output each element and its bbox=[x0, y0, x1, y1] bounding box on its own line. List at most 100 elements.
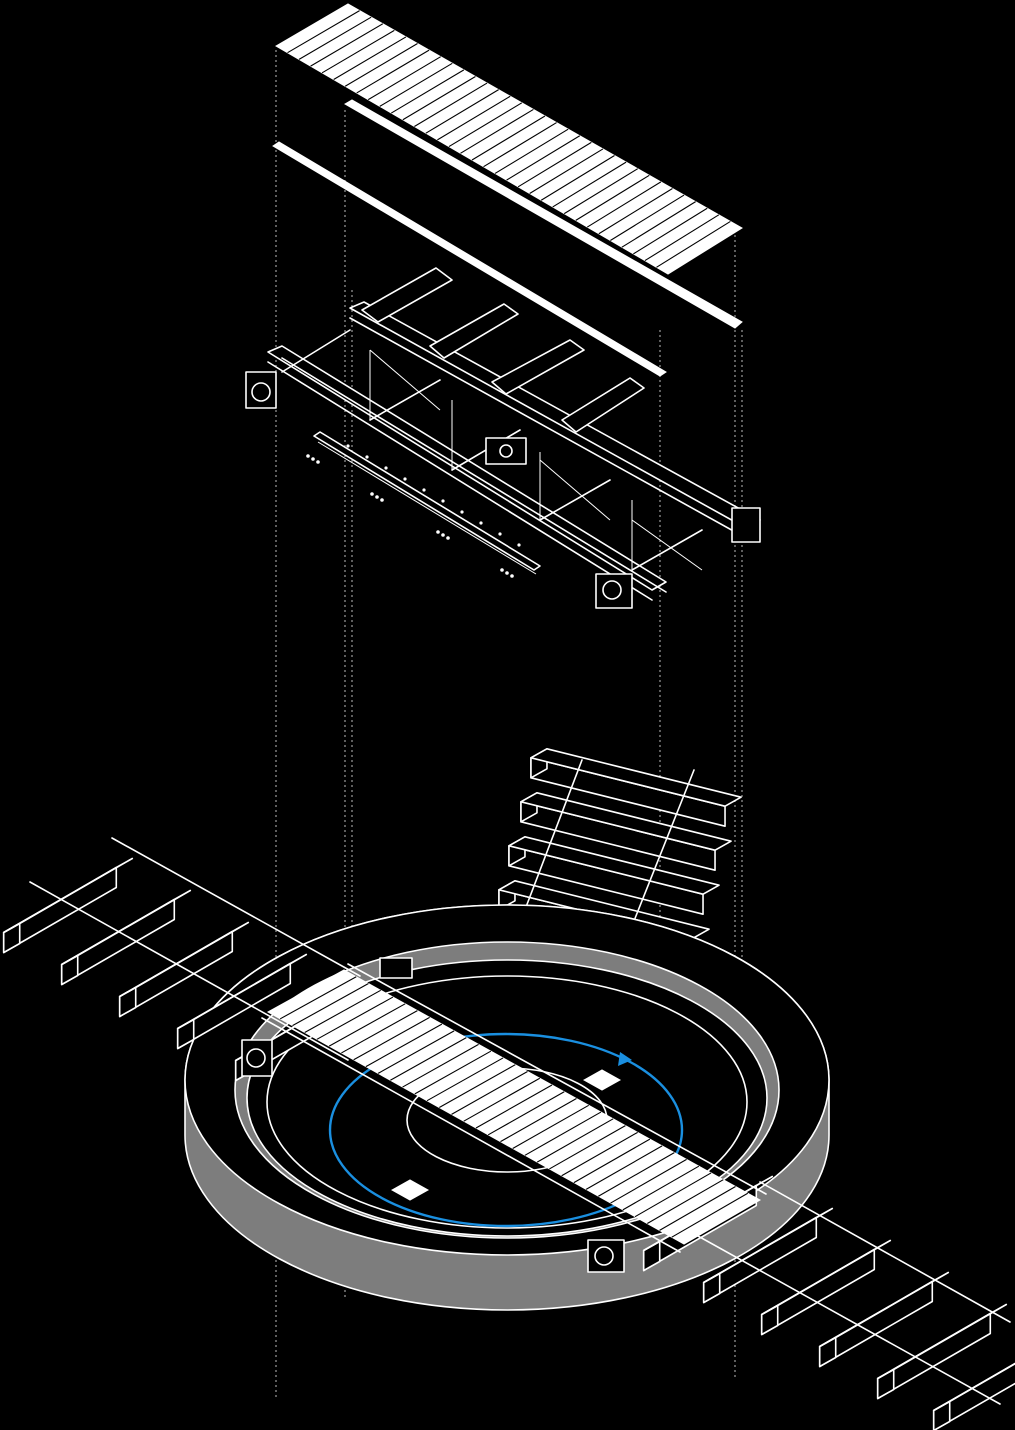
bolt bbox=[375, 495, 379, 499]
rail bbox=[111, 837, 361, 977]
plank-seam bbox=[512, 1104, 589, 1149]
plank-seam bbox=[656, 220, 731, 268]
sleeper-top bbox=[818, 1271, 950, 1348]
plank-seam bbox=[647, 1179, 724, 1225]
plank-seam bbox=[561, 1131, 638, 1177]
bolt bbox=[306, 454, 310, 458]
sleeper-top bbox=[508, 836, 720, 895]
sleeper-top bbox=[118, 921, 250, 998]
plank-seam bbox=[587, 181, 662, 228]
rotation-arrow-icon bbox=[328, 1032, 684, 1228]
plank-seam bbox=[402, 1043, 479, 1088]
plank-seam bbox=[414, 82, 488, 127]
plank-seam bbox=[353, 1016, 430, 1061]
bolt bbox=[505, 571, 509, 575]
plank-seam bbox=[540, 155, 615, 201]
plank-seam bbox=[321, 29, 395, 74]
rail bbox=[759, 1181, 1011, 1323]
plank-seam bbox=[610, 194, 685, 241]
plank-seam bbox=[304, 989, 381, 1033]
bolt bbox=[510, 574, 514, 578]
plank-seam bbox=[426, 1057, 504, 1102]
plank-seam bbox=[517, 141, 592, 188]
plate-bolt bbox=[365, 455, 369, 459]
plank-seam bbox=[575, 174, 650, 221]
plank-seam bbox=[644, 214, 720, 262]
plate-bolt bbox=[517, 543, 521, 547]
plank-seam bbox=[377, 1030, 455, 1074]
rail bbox=[679, 1225, 1001, 1405]
plank-seam bbox=[494, 128, 569, 174]
plank-seam bbox=[451, 1070, 528, 1115]
rail bbox=[627, 769, 695, 937]
plank-seam bbox=[328, 1003, 406, 1047]
plate-bolt bbox=[403, 477, 407, 481]
plank-seam bbox=[471, 115, 546, 161]
plank-seam bbox=[344, 43, 418, 87]
plank-seam bbox=[563, 168, 638, 215]
bolt bbox=[436, 530, 440, 534]
plank-seam bbox=[292, 983, 369, 1027]
plank-seam bbox=[341, 1010, 418, 1054]
sleeper-top bbox=[2, 857, 134, 934]
bolt bbox=[500, 568, 504, 572]
plank-seam bbox=[365, 1023, 443, 1068]
rail bbox=[517, 759, 583, 929]
plank-seam bbox=[333, 36, 407, 81]
plate-bolt bbox=[479, 521, 483, 525]
plank-seam bbox=[598, 1152, 675, 1197]
plank-seam bbox=[463, 1077, 541, 1122]
plank-seam bbox=[659, 1185, 736, 1231]
bolted-plate-icon bbox=[306, 431, 541, 578]
plate-bolt bbox=[384, 466, 388, 470]
bolt bbox=[441, 533, 445, 537]
plank-seam bbox=[390, 1037, 467, 1081]
plank-seam bbox=[414, 1050, 492, 1095]
plank-seam bbox=[529, 148, 604, 194]
bolt bbox=[316, 460, 320, 464]
plank-seam bbox=[610, 1158, 687, 1204]
plank-seam bbox=[402, 75, 476, 121]
plank-seam bbox=[524, 1111, 602, 1156]
sleeper-face bbox=[876, 1312, 992, 1400]
plank-seam bbox=[585, 1145, 663, 1190]
plate-bolt bbox=[498, 532, 502, 536]
sleeper-top bbox=[702, 1207, 834, 1284]
sleeper-face bbox=[60, 898, 176, 986]
bolt bbox=[380, 498, 384, 502]
plank-seam bbox=[483, 122, 557, 168]
rail bbox=[29, 881, 349, 1061]
sleeper-top bbox=[932, 1362, 1015, 1412]
plank-seam bbox=[536, 1118, 614, 1163]
plank-seam bbox=[310, 23, 384, 67]
sleeper-top bbox=[530, 748, 742, 807]
sleeper-top bbox=[176, 953, 308, 1030]
plank-seam bbox=[549, 1125, 626, 1170]
plank-seam bbox=[356, 49, 430, 94]
turntable-bridge-icon bbox=[241, 957, 767, 1273]
plank-seam bbox=[621, 201, 696, 248]
plank-seam bbox=[287, 10, 360, 54]
plank-seam bbox=[279, 976, 357, 1020]
plank-seam bbox=[298, 16, 372, 60]
plank-seam bbox=[573, 1138, 651, 1184]
plank-seam bbox=[448, 102, 523, 148]
sleeper-top bbox=[760, 1239, 892, 1316]
sleeper-face bbox=[2, 866, 118, 954]
sleeper-top bbox=[60, 889, 192, 966]
plank-seam bbox=[316, 996, 394, 1040]
plank-seam bbox=[437, 95, 511, 141]
cross-beam-icon bbox=[361, 267, 645, 433]
sleeper-face bbox=[760, 1248, 876, 1336]
plate-bolt bbox=[460, 510, 464, 514]
sleeper-face bbox=[818, 1280, 934, 1368]
plank-seam bbox=[622, 1165, 700, 1211]
plank-seam bbox=[487, 1091, 565, 1136]
plank-seam bbox=[634, 1172, 712, 1218]
plate-bolt bbox=[441, 499, 445, 503]
rail-bars-icon bbox=[272, 99, 743, 377]
plank-seam bbox=[671, 1192, 749, 1238]
plank-seam bbox=[552, 161, 627, 208]
steel-frame-icon bbox=[245, 267, 761, 609]
deck-planks-icon bbox=[275, 3, 743, 275]
